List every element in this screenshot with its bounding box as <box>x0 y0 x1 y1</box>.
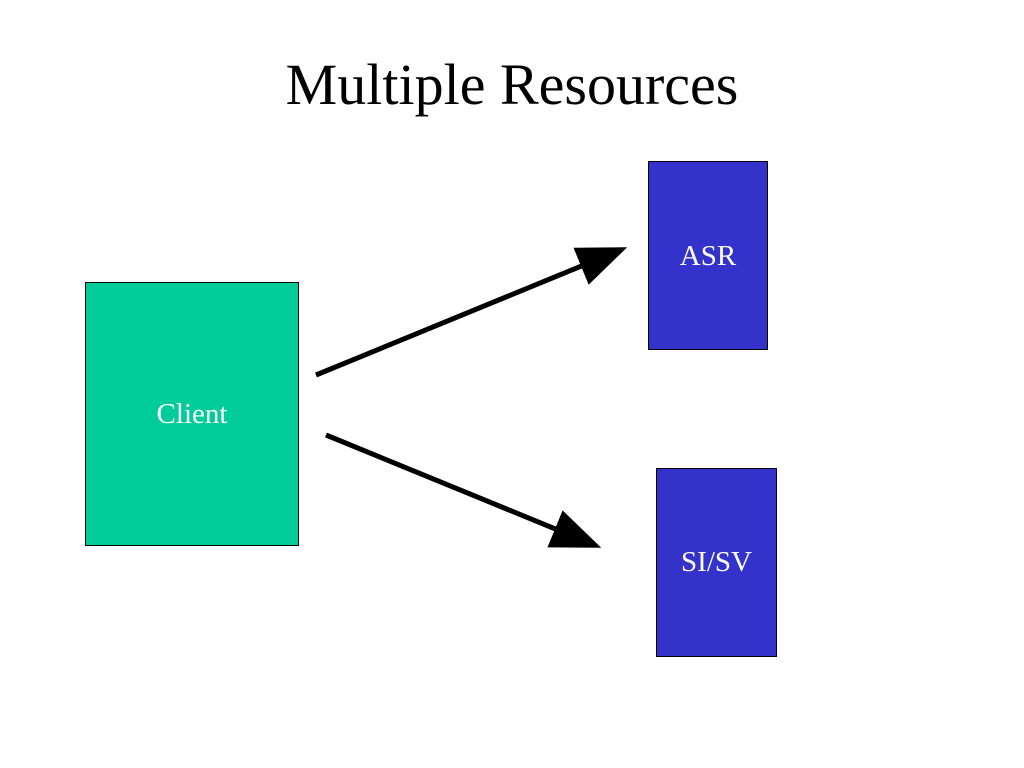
sisv-box: SI/SV <box>656 468 777 657</box>
arrow-client-to-asr <box>315 247 628 378</box>
client-box: Client <box>85 282 299 546</box>
slide-title: Multiple Resources <box>285 52 739 117</box>
asr-box: ASR <box>648 161 768 350</box>
arrow-client-to-sisv <box>325 432 602 548</box>
sisv-label: SI/SV <box>681 546 752 578</box>
client-label: Client <box>156 397 228 430</box>
asr-label: ASR <box>679 240 737 272</box>
